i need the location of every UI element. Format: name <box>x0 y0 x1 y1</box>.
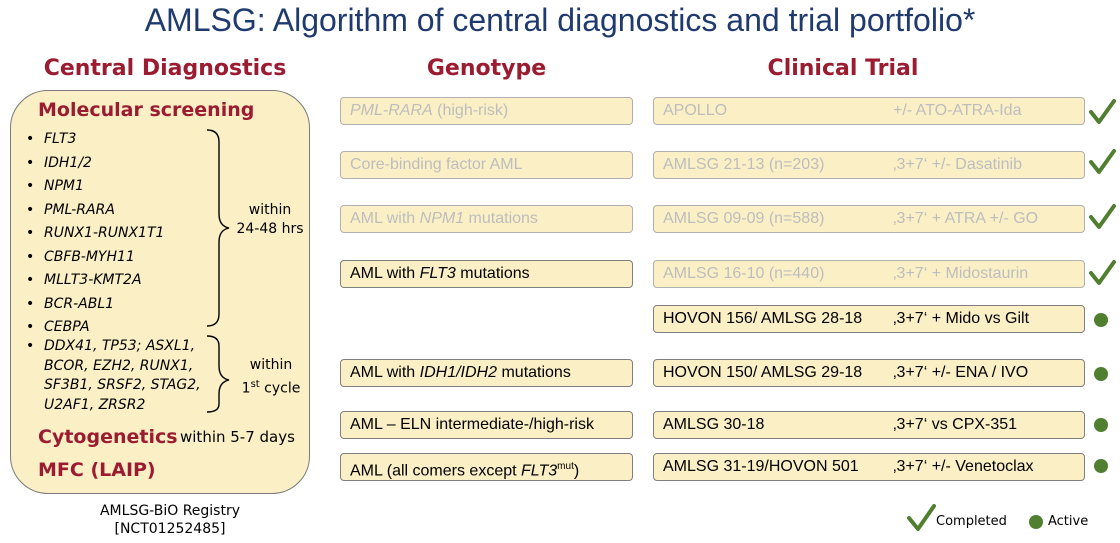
column-heading-diagnostics: Central Diagnostics <box>43 56 287 81</box>
trial-name: HOVON 150/ AMLSG 29-18 <box>663 364 863 381</box>
trial-box: AMLSG 16-10 (n=440) ‚3+7‘ + Midostaurin <box>653 260 1085 288</box>
gene-item: NPM1 <box>26 175 164 199</box>
gene-item: MLLT3-KMT2A <box>26 269 164 293</box>
brace-group <box>206 129 230 413</box>
slide-title: AMLSG: Algorithm of central diagnostics … <box>144 2 976 38</box>
trial-name: AMLSG 31-19/HOVON 501 <box>663 458 859 475</box>
registry-label: AMLSG-BiO Registry [NCT01252485] <box>60 502 280 538</box>
column-heading-genotype: Genotype <box>426 56 547 81</box>
timing-fast-line2: 24-48 hrs <box>236 221 304 237</box>
timing-cycle-line2: 1st cycle <box>241 379 301 397</box>
gene-item: RUNX1-RUNX1T1 <box>26 222 164 246</box>
trial-arm: ‚3+7‘ +/- ENA / IVO <box>893 364 1029 381</box>
trial-box: HOVON 156/ AMLSG 28-18 ‚3+7‘ + Mido vs G… <box>653 305 1085 333</box>
check-icon <box>1089 204 1116 229</box>
brace-second-group <box>206 335 230 413</box>
brace-first-group <box>206 129 230 327</box>
legend-check-icon <box>907 504 936 531</box>
trial-box: AMLSG 09-09 (n=588) ‚3+7‘ + ATRA +/- GO <box>653 205 1085 233</box>
gene-item: CBFB-MYH11 <box>26 246 164 270</box>
trial-box: HOVON 150/ AMLSG 29-18 ‚3+7‘ +/- ENA / I… <box>653 359 1085 387</box>
active-dot-icon <box>1094 313 1108 327</box>
cytogenetics-time: within 5-7 days <box>180 428 295 446</box>
trial-box: AMLSG 31-19/HOVON 501 ‚3+7‘ +/- Venetocl… <box>653 453 1085 481</box>
check-icon <box>1089 260 1116 285</box>
trial-arm: ‚3+7‘ + ATRA +/- GO <box>893 210 1039 227</box>
trial-arm: +/- ATO-ATRA-Ida <box>893 102 1022 119</box>
registry-name: AMLSG-BiO Registry <box>99 503 241 519</box>
gene-line: BCOR, EZH2, RUNX1, <box>44 357 194 374</box>
timing-fast-line1: within <box>248 202 292 218</box>
active-dot-icon <box>1094 367 1108 381</box>
trial-name: HOVON 156/ AMLSG 28-18 <box>663 310 863 327</box>
timing-cycle: within 1st cycle <box>236 356 306 399</box>
trial-name: AMLSG 30-18 <box>663 416 765 433</box>
trial-arm: ‚3+7‘ + Midostaurin <box>893 265 1029 282</box>
gene-item: BCR-ABL1 <box>26 293 164 317</box>
check-icon <box>1089 99 1116 124</box>
column-heading-trial: Clinical Trial <box>767 56 919 81</box>
trial-name: AMLSG 09-09 (n=588) <box>663 210 825 227</box>
gene-line: DDX41, TP53; ASXL1, <box>26 337 201 357</box>
gene-item: CEBPA <box>26 316 164 340</box>
trial-arm: ‚3+7‘ vs CPX-351 <box>893 416 1018 433</box>
gene-item: IDH1/2 <box>26 152 164 176</box>
genotype-box: AML with NPM1 mutations <box>340 205 633 233</box>
gene-item: PML-RARA <box>26 199 164 223</box>
registry-id: [NCT01252485] <box>114 521 226 537</box>
gene-list-fast: FLT3 IDH1/2 NPM1 PML-RARA RUNX1-RUNX1T1 … <box>26 128 164 340</box>
genotype-box: PML-RARA (high-risk) <box>340 97 633 125</box>
genotype-box: Core-binding factor AML <box>340 151 633 179</box>
genotype-box: AML with FLT3 mutations <box>340 260 633 288</box>
trial-box: APOLLO +/- ATO-ATRA-Ida <box>653 97 1085 125</box>
gene-line: SF3B1, SRSF2, STAG2, <box>44 377 201 393</box>
trial-arm: ‚3+7‘ +/- Venetoclax <box>893 458 1034 475</box>
genotype-box: AML with IDH1/IDH2 mutations <box>340 359 633 387</box>
trial-arm: ‚3+7‘ + Mido vs Gilt <box>893 310 1030 327</box>
active-dot-icon <box>1094 459 1108 473</box>
legend-active-label: Active <box>1048 514 1089 529</box>
check-icon <box>1089 149 1116 174</box>
gene-item: FLT3 <box>26 128 164 152</box>
gene-list-extended: DDX41, TP53; ASXL1, BCOR, EZH2, RUNX1, S… <box>26 337 201 415</box>
timing-cycle-line1: within <box>249 357 293 373</box>
trial-box: AMLSG 21-13 (n=203) ‚3+7‘ +/- Dasatinib <box>653 151 1085 179</box>
molecular-screening-heading: Molecular screening <box>38 99 255 121</box>
legend-completed-label: Completed <box>936 514 1007 529</box>
cytogenetics-heading: Cytogenetics <box>38 426 178 448</box>
genotype-box: AML – ELN intermediate-/high-risk <box>340 411 633 439</box>
legend-active-dot-icon <box>1029 515 1043 529</box>
trial-arm: ‚3+7‘ +/- Dasatinib <box>893 156 1022 173</box>
trial-box: AMLSG 30-18 ‚3+7‘ vs CPX-351 <box>653 411 1085 439</box>
active-dot-icon <box>1094 418 1108 432</box>
trial-name: AMLSG 16-10 (n=440) <box>663 265 825 282</box>
trial-name: AMLSG 21-13 (n=203) <box>663 156 825 173</box>
gene-line: U2AF1, ZRSR2 <box>44 396 146 413</box>
genotype-box: AML (all comers except FLT3mut) <box>340 453 633 481</box>
timing-fast: within 24-48 hrs <box>230 201 310 239</box>
trial-name: APOLLO <box>663 102 728 119</box>
mfc-heading: MFC (LAIP) <box>38 459 156 481</box>
